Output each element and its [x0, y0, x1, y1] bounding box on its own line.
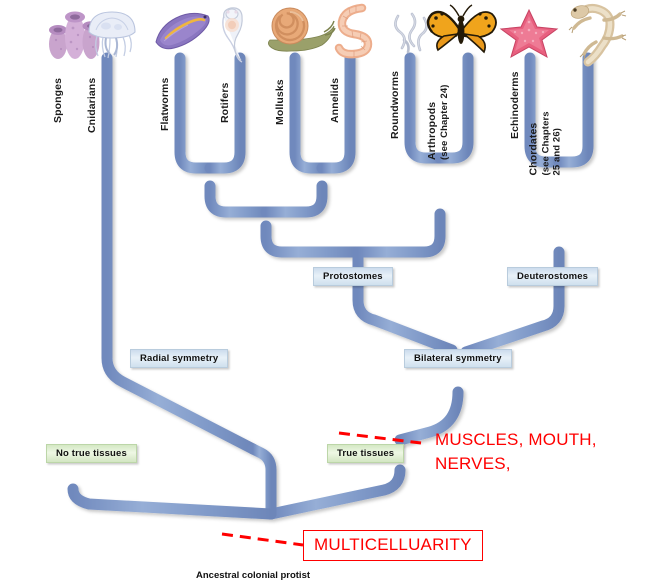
- node-label-radial-symmetry: Radial symmetry: [130, 349, 229, 368]
- butterfly-illustration: [424, 2, 498, 58]
- node-label-deuterostomes: Deuterostomes: [507, 267, 599, 286]
- roundworm-illustration: [388, 10, 436, 56]
- earthworm-illustration: [330, 3, 382, 59]
- lizard-illustration: [560, 2, 640, 67]
- annotation-multicellularity-note: MULTICELLUARITY: [303, 530, 483, 561]
- rotifer-illustration: [214, 4, 264, 64]
- seastar-illustration: [498, 8, 560, 59]
- snail-illustration: [262, 6, 336, 56]
- pointer-true-tissues: [338, 431, 422, 445]
- root-caption: Ancestral colonial protist: [196, 570, 311, 581]
- node-label-no-true-tissues: No true tissues: [46, 444, 137, 463]
- flatworm-illustration: [152, 6, 214, 56]
- pointer-multicellularity: [221, 532, 304, 547]
- node-label-true-tissues: True tissues: [327, 444, 405, 463]
- node-label-bilateral-symmetry: Bilateral symmetry: [404, 349, 512, 368]
- node-label-protostomes: Protostomes: [313, 267, 393, 286]
- jellyfish-illustration: [84, 8, 140, 60]
- annotation-tissues-note: MUSCLES, MOUTH, NERVES,: [435, 430, 597, 473]
